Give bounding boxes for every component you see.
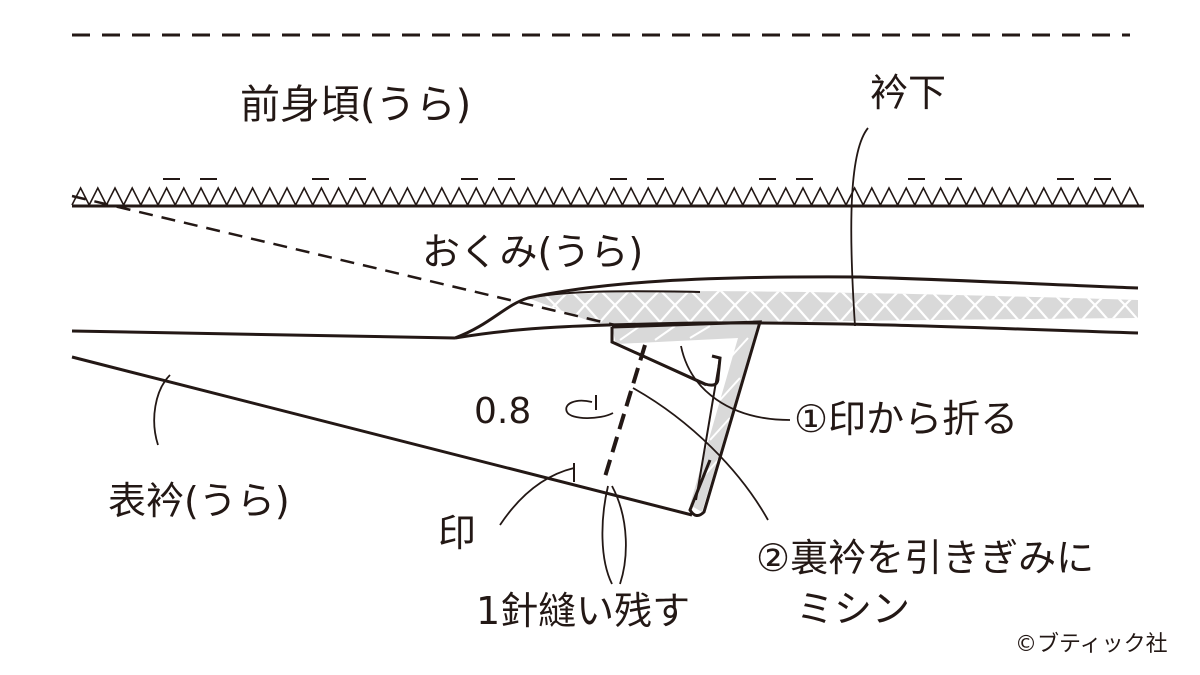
fold-guide-dashed — [71, 194, 616, 327]
okumi-inner-edge — [527, 290, 701, 299]
okumi-lower-edge — [454, 321, 1139, 340]
label-eri-shita: 衿下 — [870, 71, 946, 115]
leader-leave-stitch-b — [611, 485, 627, 585]
fold-flap-edge — [611, 340, 707, 387]
fold-pattern — [612, 322, 760, 512]
leader-eri-shita — [850, 127, 869, 327]
zigzag-edge — [71, 186, 1140, 207]
folded-corner-outline — [611, 320, 763, 517]
leader-omote-eri — [153, 374, 171, 446]
stitch-line — [602, 344, 647, 481]
label-credit: ©ブティック社 — [1015, 632, 1168, 657]
label-measure: 0.8 — [474, 391, 531, 432]
label-okumi: おくみ(うら) — [422, 230, 643, 274]
collar-lower-edge — [71, 355, 693, 517]
leader-step2 — [632, 387, 769, 521]
label-mark: 印 — [438, 511, 476, 555]
leader-step1 — [680, 345, 791, 421]
leader-mark — [499, 467, 575, 526]
okumi-outline — [454, 275, 1139, 340]
fold-lower-edge — [695, 357, 721, 501]
label-front-body: 前身頃(うら) — [240, 82, 471, 128]
label-omote-eri: 表衿(うら) — [108, 479, 290, 523]
label-step2-line2: ミシン — [796, 587, 910, 631]
label-step2-line1: ②裏衿を引きぎみに — [756, 536, 1094, 580]
label-leave-stitch: 1針縫い残す — [476, 589, 690, 633]
measure-arc — [565, 399, 614, 420]
leader-leave-stitch-a — [601, 485, 613, 585]
collar-upper-edge — [71, 329, 456, 340]
label-step1: ①印から折る — [794, 397, 1018, 441]
